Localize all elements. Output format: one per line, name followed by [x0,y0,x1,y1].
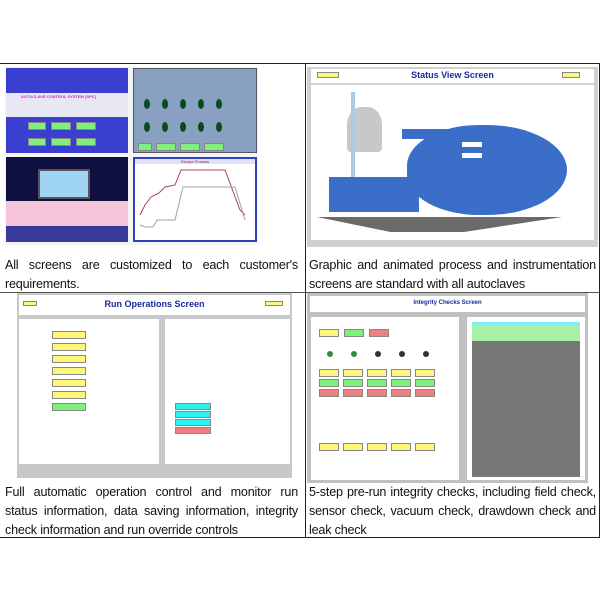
status-view-screenshot: Status View Screen [307,67,598,247]
screen-title: Status View Screen [411,70,494,80]
autoclave-vessel [407,125,567,215]
run-operations-screenshot: Run Operations Screen [17,293,292,478]
home-button [562,72,580,78]
main-menu-screen: AUTOCLAVE CONTROL SYSTEM (SPC) [6,68,128,153]
water-tank [329,177,419,212]
caption-run-operations: Full automatic operation control and mon… [5,485,298,537]
machine-overview-screen [6,157,128,242]
caption-integrity-checks: 5-step pre-run integrity checks, includi… [309,485,596,537]
table-top-border [0,63,600,64]
recipe-curve [139,169,246,228]
screen-title: AUTOCLAVE CONTROL SYSTEM (SPC) [21,94,96,99]
table-column-divider [305,63,306,538]
chart-title: Recipe Process [135,159,255,164]
screen-title: Run Operations Screen [104,299,205,309]
custom-screens-collage: AUTOCLAVE CONTROL SYSTEM (SPC) Recipe Pr… [5,67,258,245]
valve-status-screen [133,68,257,153]
caption-graphic-screens: Graphic and animated process and instrum… [309,258,596,291]
sound-button [317,72,339,78]
screen-title: Integrity Checks Screen [413,300,482,306]
exhaust-pipe [402,129,447,139]
table-bottom-border [0,537,600,538]
table-row-divider [0,292,600,293]
recipe-chart-screen: Recipe Process [133,157,257,242]
caption-customized-screens: All screens are customized to each custo… [5,258,298,291]
integrity-checks-screenshot: Integrity Checks Screen [307,293,588,483]
pipe [351,92,355,182]
log-table-area [467,317,585,480]
